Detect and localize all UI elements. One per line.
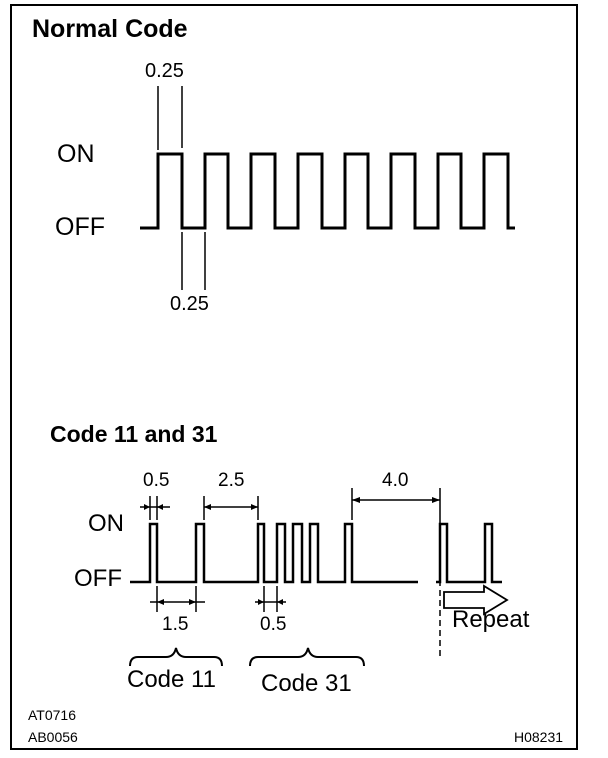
dim-25-arrow-right [251, 504, 258, 510]
code-waveform-part2 [436, 522, 502, 584]
dim-40-arrow-left [352, 497, 360, 503]
dim-05-bottom-arrow-left [258, 599, 264, 605]
dim-15-arrow-left [157, 599, 164, 605]
dim-15-label: 1.5 [162, 614, 189, 635]
normal-off-label: OFF [55, 213, 105, 241]
code-on-label: ON [88, 510, 124, 537]
dim-25-arrow-left [204, 504, 211, 510]
code11-brace-icon [129, 647, 223, 667]
repeat-arrow-icon [443, 584, 509, 616]
normal-top-dim-label: 0.25 [145, 60, 184, 82]
code-waveform-part1 [130, 522, 418, 584]
dim-25-label: 2.5 [218, 470, 245, 491]
dim-05-top-arrow-right [157, 504, 163, 510]
code31-brace-icon [249, 647, 365, 667]
normal-code-title: Normal Code [32, 15, 188, 43]
dim-05-bottom-label: 0.5 [260, 614, 287, 635]
code31-label: Code 31 [261, 670, 352, 697]
ref-code-2: AB0056 [28, 729, 78, 745]
dim-40-arrow-right [432, 497, 440, 503]
code-section-title: Code 11 and 31 [50, 421, 218, 447]
normal-bottom-dim-label: 0.25 [170, 293, 209, 315]
dim-05-top-label: 0.5 [143, 470, 170, 491]
repeat-label: Repeat [452, 606, 530, 633]
dim-05-bottom-arrow-right [277, 599, 283, 605]
code11-label: Code 11 [127, 666, 216, 693]
diagram-frame [10, 4, 578, 750]
normal-code-waveform [140, 152, 515, 230]
dim-05-top-arrow-left [144, 504, 150, 510]
ref-code-3: H08231 [514, 729, 564, 745]
dim-15-arrow-right [189, 599, 196, 605]
normal-on-label: ON [57, 140, 95, 168]
code-off-label: OFF [74, 565, 122, 592]
dim-40-label: 4.0 [382, 470, 409, 491]
ref-code-1: AT0716 [28, 707, 76, 723]
